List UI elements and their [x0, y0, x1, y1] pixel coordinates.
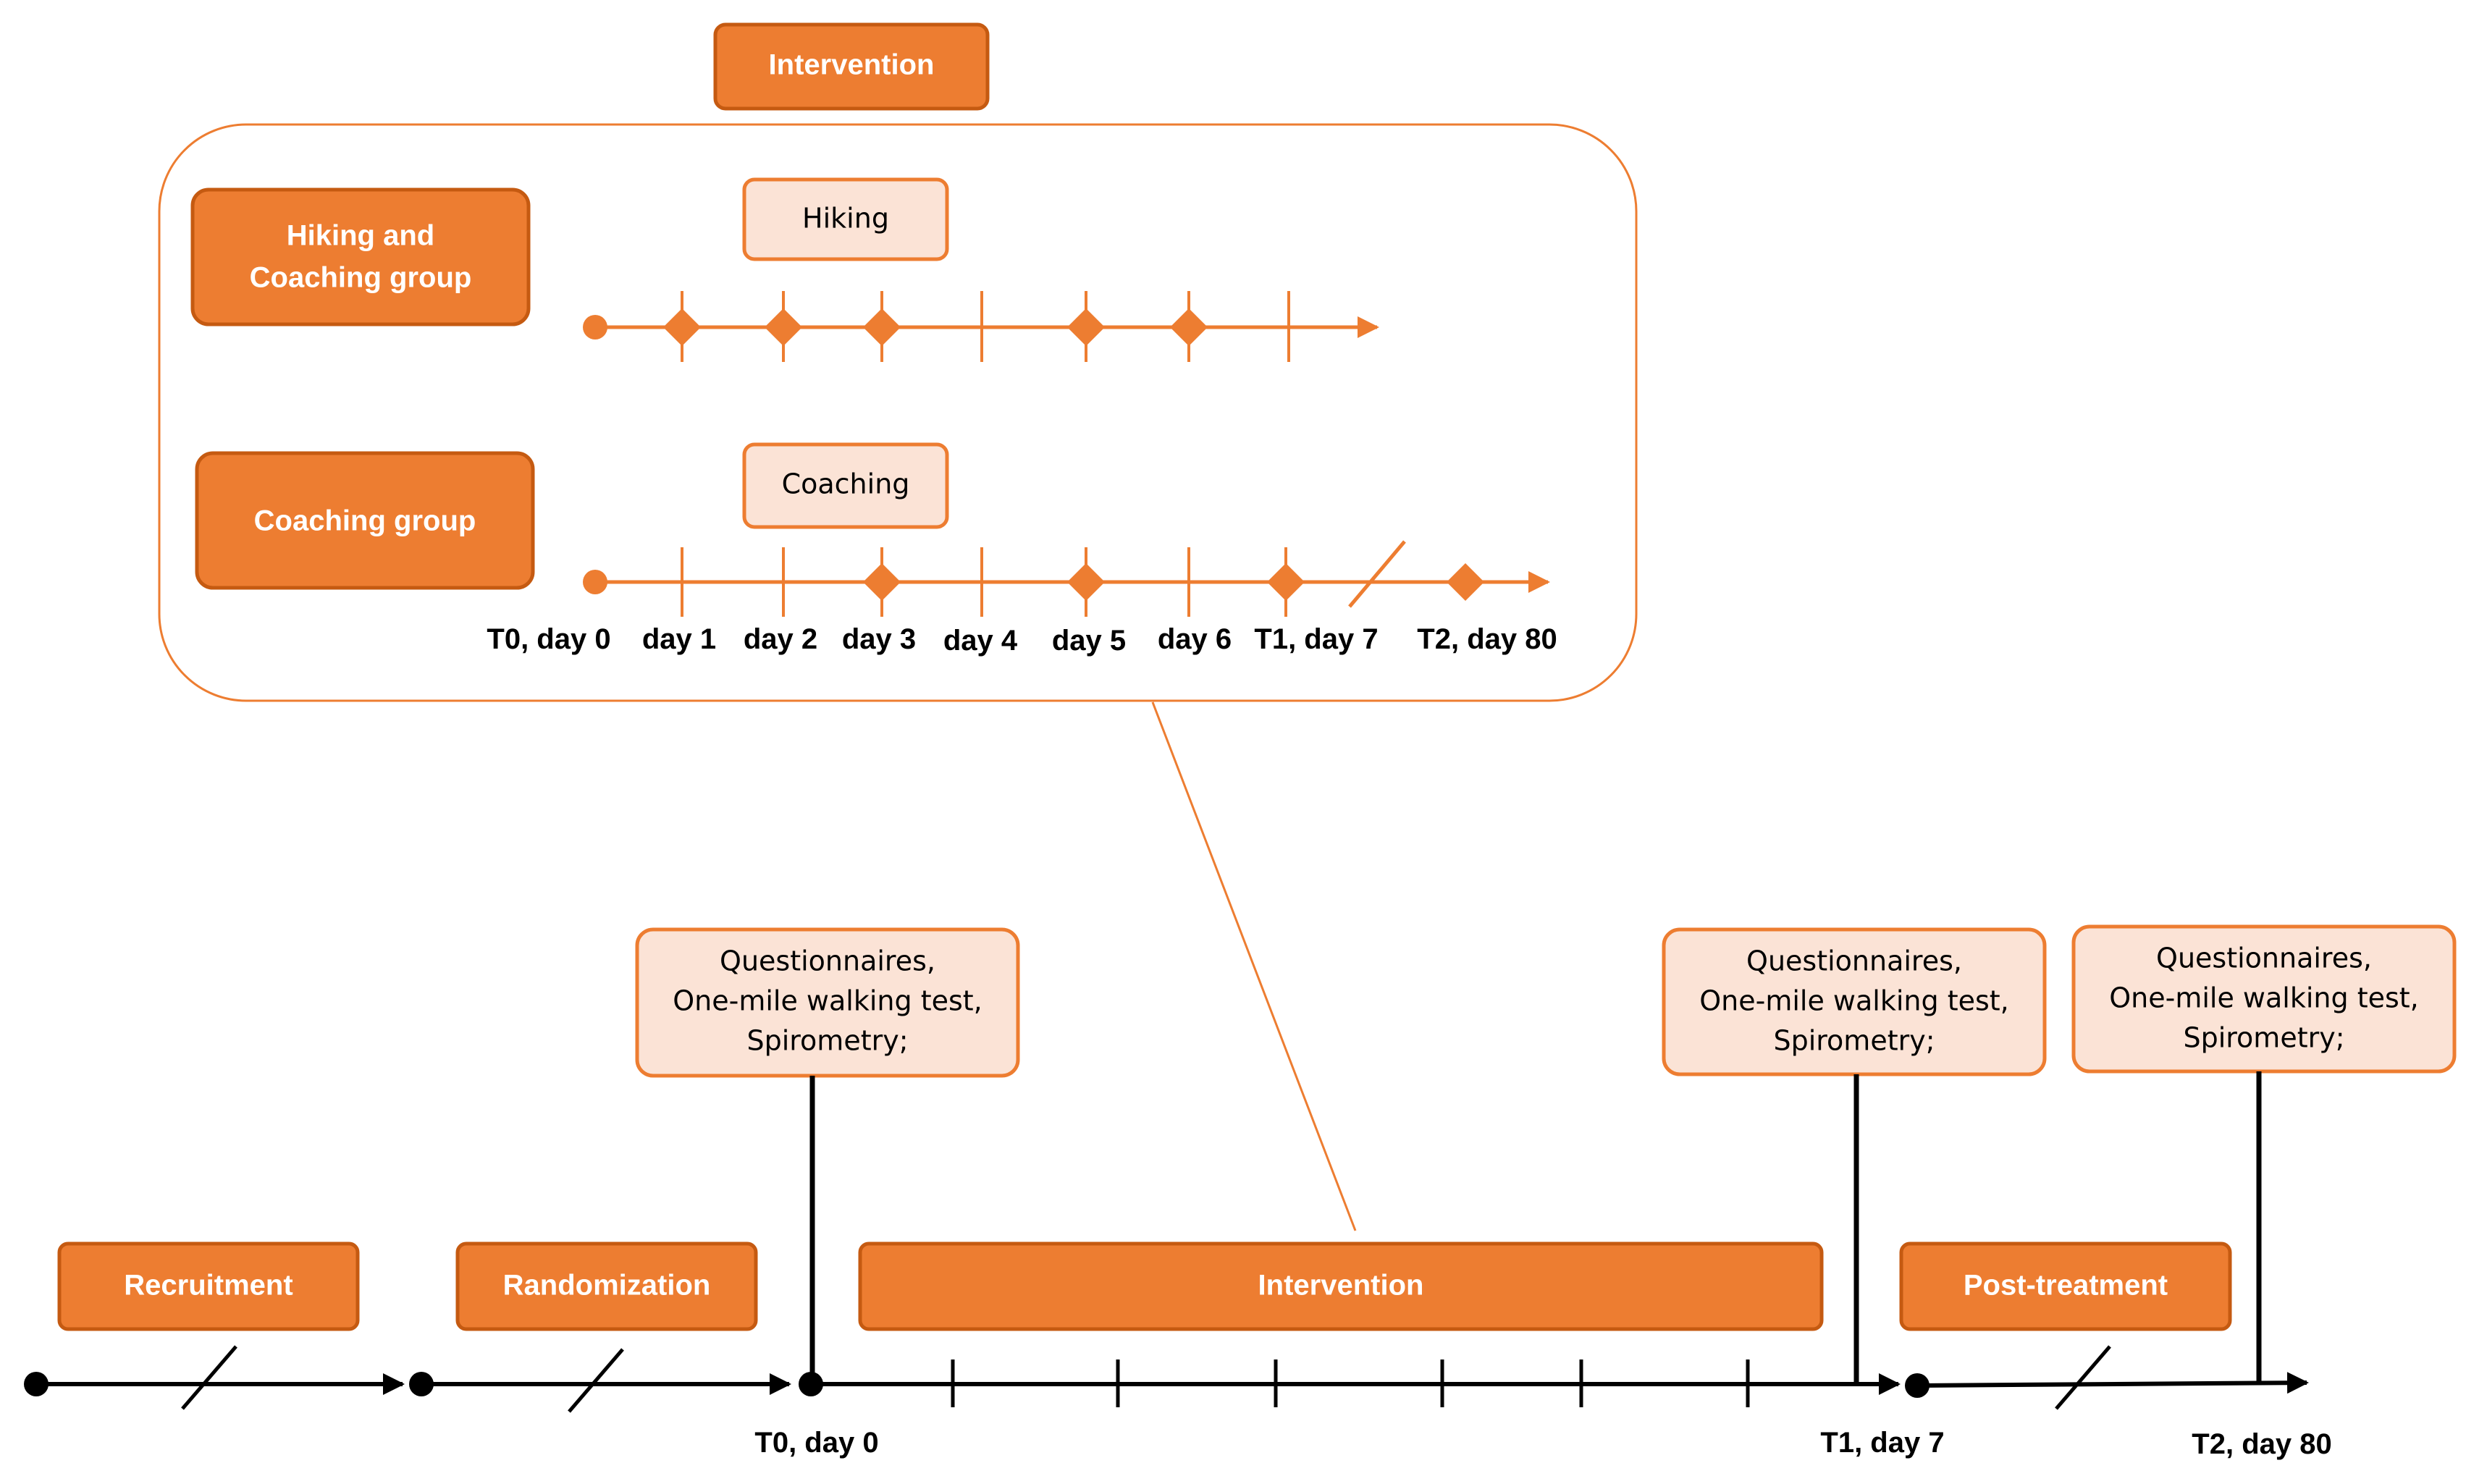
coaching-timeline	[583, 540, 1550, 617]
day-label: T2, day 80	[1417, 623, 1557, 655]
hiking-coaching-group-line2: Coaching group	[250, 262, 472, 294]
timeline-break	[181, 1345, 237, 1410]
recruitment-phase: Recruitment	[57, 1241, 360, 1331]
hiking-session-day1	[663, 308, 701, 346]
hiking-timeline-start	[583, 315, 607, 340]
hiking-session-day2	[765, 308, 802, 346]
randomization-label: Randomization	[503, 1270, 711, 1302]
coaching-group-box: Coaching group	[195, 451, 535, 590]
coaching-session-t1	[1267, 563, 1305, 601]
timeline-point-t0	[799, 1372, 823, 1396]
assessment-box-t1: Questionnaires, One-mile walking test, S…	[1662, 927, 2047, 1076]
hiking-session-day6	[1170, 308, 1208, 346]
randomization-phase: Randomization	[455, 1241, 758, 1331]
assessment-box-t0: Questionnaires, One-mile walking test, S…	[635, 927, 1020, 1078]
hiking-session-day3	[863, 308, 901, 346]
coaching-session-t2	[1447, 563, 1484, 601]
timeline-segment-post-treatment	[1916, 1372, 2309, 1394]
coaching-timeline-break	[1348, 540, 1406, 608]
intervention-phase: Intervention	[858, 1241, 1824, 1331]
day-label: day 4	[943, 625, 1018, 657]
day-label: day 2	[744, 623, 817, 655]
assessment-line3: Spirometry;	[746, 1025, 908, 1057]
day-label: day 3	[842, 623, 916, 655]
assessment-line2: One-mile walking test,	[2109, 982, 2419, 1014]
day-label: day 6	[1158, 623, 1232, 655]
day-label: day 5	[1052, 625, 1126, 657]
timepoint-t1-label: T1, day 7	[1820, 1427, 1944, 1459]
timeline-break	[568, 1348, 624, 1413]
assessment-line1: Questionnaires,	[1746, 945, 1962, 977]
day-label: T1, day 7	[1254, 623, 1378, 655]
timepoint-t0-label: T0, day 0	[754, 1427, 878, 1459]
coaching-box: Coaching	[742, 442, 949, 529]
coaching-group-label: Coaching group	[254, 505, 476, 537]
hiking-session-day5	[1067, 308, 1105, 346]
intervention-title: Intervention	[769, 49, 935, 81]
hiking-coaching-group-box: Hiking and Coaching group	[190, 187, 531, 326]
study-timeline	[36, 1345, 2309, 1413]
assessment-line2: One-mile walking test,	[1699, 985, 2009, 1017]
hiking-label: Hiking	[802, 203, 889, 235]
coaching-session-day3	[863, 563, 901, 601]
recruitment-label: Recruitment	[124, 1270, 293, 1302]
assessment-line3: Spirometry;	[2183, 1022, 2344, 1054]
assessment-box-t2: Questionnaires, One-mile walking test, S…	[2071, 924, 2457, 1074]
day-labels: T0, day 0 day 1 day 2 day 3 day 4 day 5 …	[487, 623, 1557, 657]
timeline-break	[2055, 1345, 2111, 1410]
coaching-timeline-start	[583, 570, 607, 594]
day-label: day 1	[642, 623, 716, 655]
coaching-session-day5	[1067, 563, 1105, 601]
day-label: T0, day 0	[487, 623, 610, 655]
hiking-timeline	[583, 291, 1379, 362]
intervention-phase-label: Intervention	[1258, 1270, 1424, 1302]
timeline-point	[409, 1372, 434, 1396]
hiking-box: Hiking	[742, 177, 949, 261]
assessment-line1: Questionnaires,	[2156, 943, 2372, 974]
intervention-detail-frame	[158, 123, 1638, 702]
coaching-label: Coaching	[782, 468, 910, 500]
timepoint-t2-label: T2, day 80	[2192, 1428, 2331, 1460]
post-treatment-phase: Post-treatment	[1899, 1241, 2232, 1331]
timeline-point	[1905, 1373, 1930, 1398]
assessment-line1: Questionnaires,	[720, 945, 935, 977]
zoom-connector-line	[1151, 701, 1357, 1231]
timeline-point	[24, 1372, 49, 1396]
intervention-title-box: Intervention	[713, 22, 990, 111]
assessment-line2: One-mile walking test,	[673, 985, 982, 1017]
post-treatment-label: Post-treatment	[1964, 1270, 2168, 1302]
hiking-coaching-group-line1: Hiking and	[287, 220, 434, 252]
assessment-line3: Spirometry;	[1773, 1025, 1935, 1057]
